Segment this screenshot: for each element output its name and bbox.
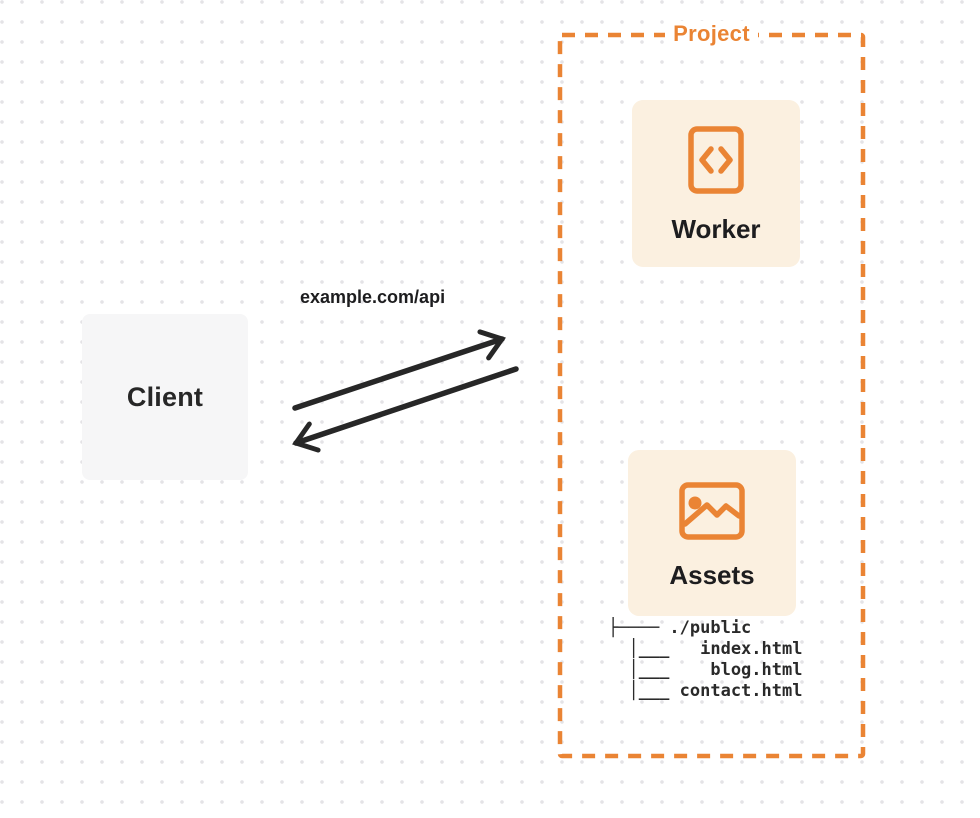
image-icon: [679, 482, 745, 540]
assets-node: Assets: [628, 450, 796, 616]
project-label: Project: [665, 21, 758, 47]
client-label: Client: [126, 381, 204, 412]
request-arrow: [292, 329, 506, 411]
assets-label: Assets: [669, 560, 755, 590]
code-document-icon: [688, 126, 744, 194]
project-label-wrap: Project: [560, 21, 863, 47]
worker-label: Worker: [671, 214, 761, 244]
assets-file-tree: ├──── ./public │___ index.html │___ blog…: [608, 618, 803, 701]
client-node: Client: [82, 314, 248, 480]
request-url-label: example.com/api: [300, 287, 446, 307]
worker-node: Worker: [632, 100, 800, 267]
response-arrow: [292, 366, 519, 453]
